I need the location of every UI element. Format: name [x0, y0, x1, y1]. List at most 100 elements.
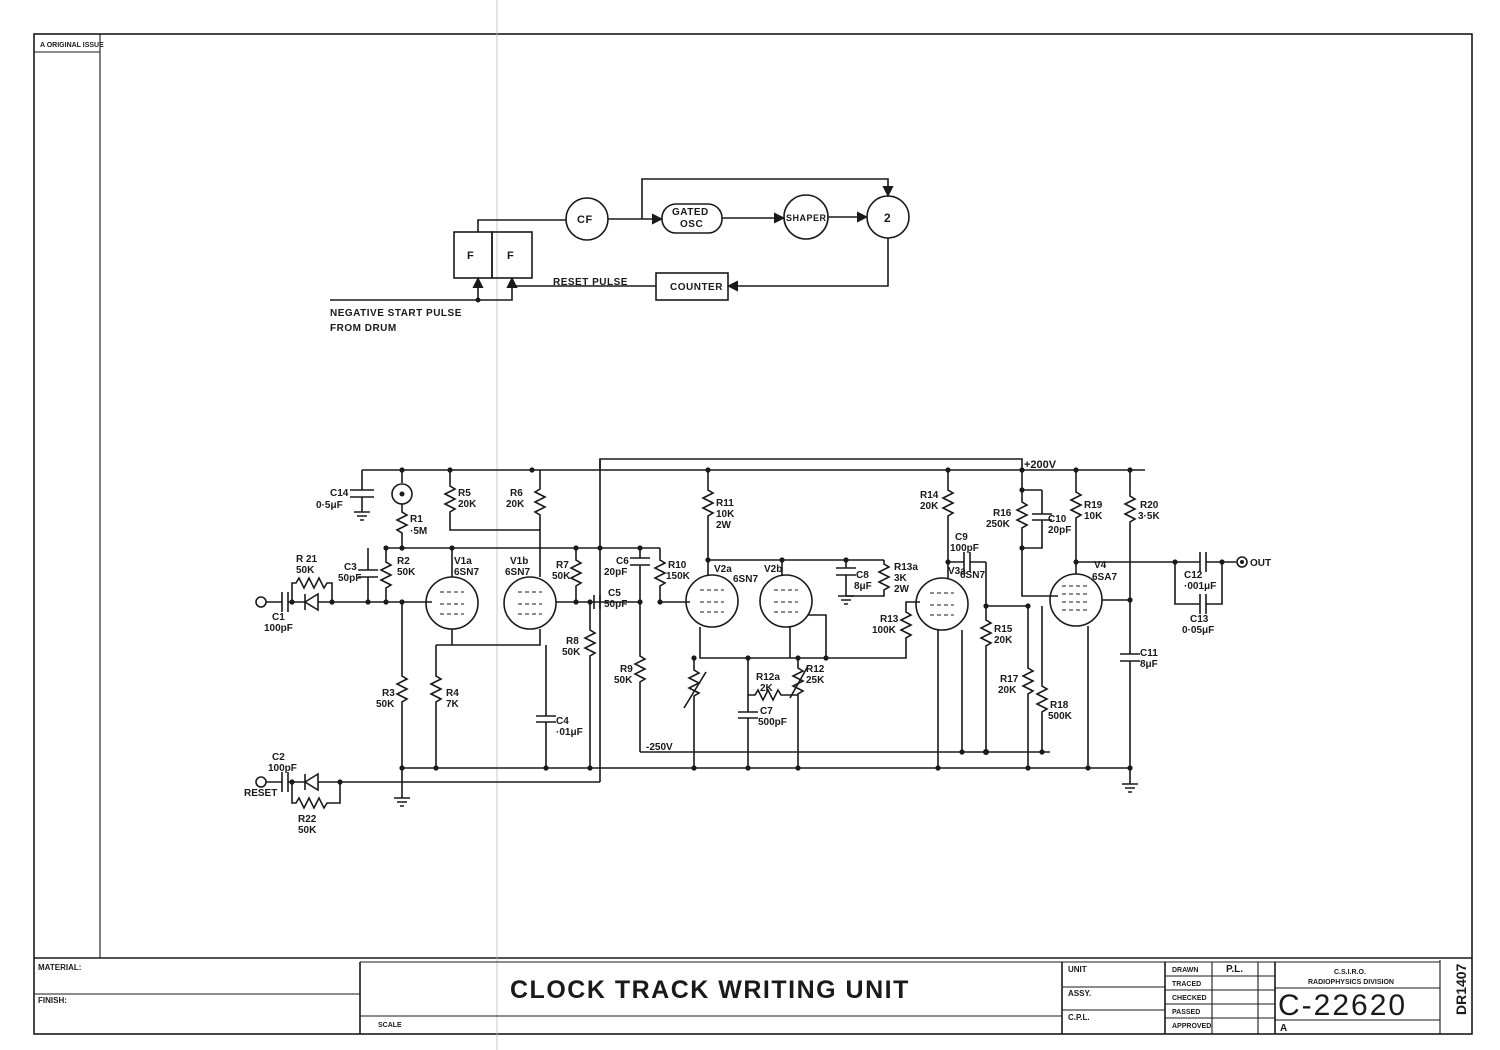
r19-ref: R19 [1084, 500, 1103, 511]
flipflop-2-label: F [507, 250, 514, 262]
c5-value: 50pF [604, 599, 627, 610]
v1b-ref: V1b [510, 556, 528, 567]
c2-ref: C2 [272, 752, 285, 763]
r21-ref: R 21 [296, 554, 318, 565]
checked-label: CHECKED [1172, 995, 1207, 1002]
r9-ref: R9 [620, 664, 633, 675]
c1-ref: C1 [272, 612, 285, 623]
drawn-label: DRAWN [1172, 967, 1198, 974]
rail-positive-label: +200V [1024, 459, 1057, 471]
c11-ref: C11 [1140, 648, 1158, 659]
r5-ref: R5 [458, 488, 471, 499]
c5-ref: C5 [608, 588, 621, 599]
v1a-ref: V1a [454, 556, 472, 567]
c7-ref: C7 [760, 706, 773, 717]
r10-ref: R10 [668, 560, 687, 571]
v4-type: 6SA7 [1092, 572, 1117, 583]
r11-ref: R11 [716, 498, 734, 509]
r17-value: 20K [998, 685, 1017, 696]
c14-value: 0·5μF [316, 500, 343, 511]
c4-value: ·01μF [556, 727, 583, 738]
reset-pulse-label: RESET PULSE [553, 277, 628, 288]
v3a-ref: V3a [948, 566, 966, 577]
r1-value: ·5M [410, 526, 427, 537]
r2-ref: R2 [397, 556, 410, 567]
sheet-border [33, 0, 1473, 1050]
r7-ref: R7 [556, 560, 569, 571]
c13-value: 0·05μF [1182, 625, 1214, 636]
approved-label: APPROVED [1172, 1023, 1211, 1030]
v2b-ref: V2b [764, 564, 782, 575]
r19-value: 10K [1084, 511, 1103, 522]
r3-value: 50K [376, 699, 395, 710]
r9-value: 50K [614, 675, 633, 686]
divider-label: 2 [884, 211, 891, 225]
drawing-title: CLOCK TRACK WRITING UNIT [510, 976, 910, 1004]
c7-value: 500pF [758, 717, 787, 728]
r18-value: 500K [1048, 711, 1073, 722]
c3-ref: C3 [344, 562, 357, 573]
rail-negative-label: -250V [646, 742, 673, 753]
material-label: MATERIAL: [38, 963, 81, 972]
unit-label: UNIT [1068, 965, 1087, 974]
r5-value: 20K [458, 499, 477, 510]
cathode-follower-label: CF [577, 214, 593, 226]
r8-value: 50K [562, 647, 581, 658]
margin-code: DR1407 [1453, 963, 1469, 1015]
finish-label: FINISH: [38, 996, 67, 1005]
v3a-type: 6SN7 [960, 570, 985, 581]
scale-label: SCALE [378, 1022, 402, 1029]
out-terminal-label: OUT [1250, 558, 1271, 569]
counter-label: COUNTER [670, 282, 723, 293]
c8-value: 8μF [854, 581, 872, 592]
c4-ref: C4 [556, 716, 569, 727]
component-labels: C14 0·5μF R1 ·5M R5 20K R6 20K R 21 50K … [264, 488, 1216, 836]
drawn-by: P.L. [1226, 964, 1243, 975]
circuit-schematic [255, 458, 1248, 810]
r12a-value: 2K [760, 683, 774, 694]
start-pulse-label-1: NEGATIVE START PULSE [330, 308, 462, 319]
c10-ref: C10 [1048, 514, 1067, 525]
assy-label: ASSY. [1068, 989, 1091, 998]
r15-value: 20K [994, 635, 1013, 646]
r17-ref: R17 [1000, 674, 1019, 685]
c11-value: 8μF [1140, 659, 1158, 670]
r13-ref: R13 [880, 614, 899, 625]
r10-value: 150K [666, 571, 691, 582]
r3-ref: R3 [382, 688, 395, 699]
r13a-value: 3K [894, 573, 908, 584]
c6-ref: C6 [616, 556, 629, 567]
c1-value: 100pF [264, 623, 293, 634]
c12-value: ·001μF [1184, 581, 1216, 592]
v2a-type: 6SN7 [733, 574, 758, 585]
c14-ref: C14 [330, 488, 349, 499]
r12-value: 25K [806, 675, 825, 686]
r11-wattage: 2W [716, 520, 732, 531]
r12a-ref: R12a [756, 672, 780, 683]
r12-ref: R12 [806, 664, 825, 675]
title-block [34, 961, 1440, 1034]
cpl-label: C.P.L. [1068, 1013, 1090, 1022]
r7-value: 50K [552, 571, 571, 582]
org-line-2: RADIOPHYSICS DIVISION [1308, 979, 1394, 986]
flipflop-1-label: F [467, 250, 474, 262]
c9-value: 100pF [950, 543, 979, 554]
c13-ref: C13 [1190, 614, 1209, 625]
r22-ref: R22 [298, 814, 317, 825]
reset-terminal-label: RESET [244, 788, 277, 799]
r13a-ref: R13a [894, 562, 918, 573]
c2-value: 100pF [268, 763, 297, 774]
c9-ref: C9 [955, 532, 968, 543]
r21-value: 50K [296, 565, 315, 576]
gated-oscillator-label-2: OSC [680, 219, 703, 230]
block-diagram [330, 178, 910, 303]
c10-value: 20pF [1048, 525, 1071, 536]
org-line-1: C.S.I.R.O. [1334, 969, 1366, 976]
start-pulse-label-2: FROM DRUM [330, 323, 397, 334]
r16-ref: R16 [993, 508, 1012, 519]
v4-ref: V4 [1094, 560, 1107, 571]
c6-value: 20pF [604, 567, 627, 578]
r13-value: 100K [872, 625, 897, 636]
r14-value: 20K [920, 501, 939, 512]
r22-value: 50K [298, 825, 317, 836]
